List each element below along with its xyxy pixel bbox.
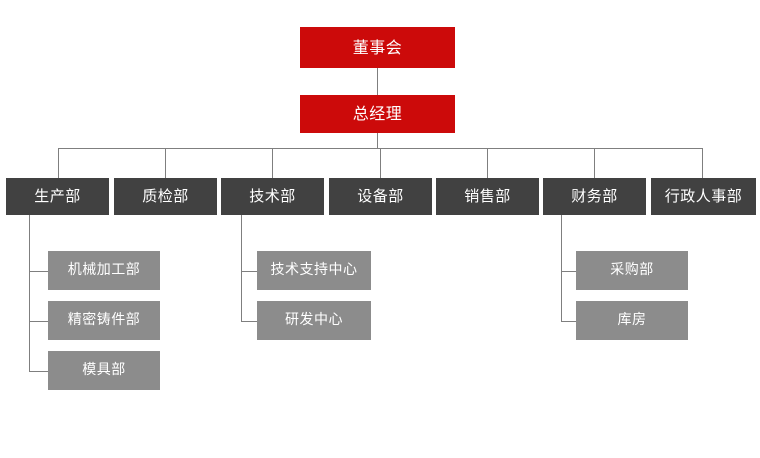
node-sub-tech-support-center[interactable]: 技术支持中心 [257,251,371,290]
connector-board-to-gm [377,68,378,95]
connector-finance-to-purchasing [561,271,577,272]
connector-finance-spine [561,215,562,321]
node-label: 财务部 [571,187,618,206]
connector-drop-technology [272,148,273,178]
connector-finance-to-warehouse [561,321,577,322]
connector-gm-to-bus [377,133,378,148]
node-label: 研发中心 [285,311,343,328]
node-label: 生产部 [34,187,81,206]
node-sub-machining[interactable]: 机械加工部 [48,251,160,290]
connector-drop-quality [165,148,166,178]
node-label: 采购部 [610,261,654,278]
node-department-production[interactable]: 生产部 [6,178,109,215]
node-department-technology[interactable]: 技术部 [221,178,324,215]
node-label: 行政人事部 [664,187,743,206]
node-department-admin-hr[interactable]: 行政人事部 [651,178,756,215]
connector-drop-finance [594,148,595,178]
connector-production-to-casting [29,321,49,322]
connector-drop-admin-hr [702,148,703,178]
node-department-quality[interactable]: 质检部 [114,178,217,215]
connector-drop-equipment [380,148,381,178]
node-label: 模具部 [82,361,126,378]
node-sub-mold[interactable]: 模具部 [48,351,160,390]
node-department-sales[interactable]: 销售部 [436,178,539,215]
connector-drop-production [58,148,59,178]
node-label: 销售部 [464,187,511,206]
connector-drop-sales [487,148,488,178]
node-sub-rd-center[interactable]: 研发中心 [257,301,371,340]
connector-technology-to-rd-center [241,321,258,322]
connector-technology-spine [241,215,242,321]
node-board-of-directors[interactable]: 董事会 [300,27,455,68]
node-label: 技术支持中心 [270,261,358,278]
node-general-manager[interactable]: 总经理 [300,95,455,133]
connector-production-to-mold [29,371,49,372]
node-label: 总经理 [352,104,403,124]
node-sub-precision-casting[interactable]: 精密铸件部 [48,301,160,340]
node-label: 库房 [617,311,647,328]
node-label: 质检部 [142,187,189,206]
node-sub-purchasing[interactable]: 采购部 [576,251,688,290]
node-department-equipment[interactable]: 设备部 [329,178,432,215]
node-label: 技术部 [249,187,296,206]
node-label: 精密铸件部 [67,311,141,328]
connector-production-spine [29,215,30,371]
node-department-finance[interactable]: 财务部 [543,178,646,215]
node-label: 机械加工部 [67,261,141,278]
connector-technology-to-support-center [241,271,258,272]
node-label: 设备部 [357,187,404,206]
node-label: 董事会 [352,37,403,57]
node-sub-warehouse[interactable]: 库房 [576,301,688,340]
connector-production-to-machining [29,271,49,272]
